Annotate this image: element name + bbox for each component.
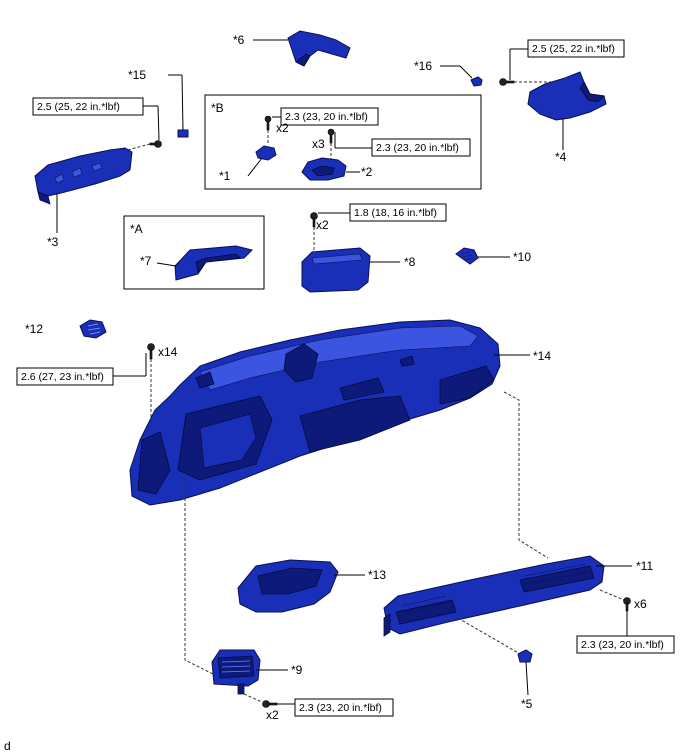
part-16-clip (470, 76, 483, 87)
torque-label-11: 2.3 (23, 20 in.*lbf) (581, 639, 664, 651)
torque-label-4: 2.5 (25, 22 in.*lbf) (532, 43, 615, 55)
torque-label-9: 2.3 (23, 20 in.*lbf) (299, 702, 382, 714)
leader-3-torque-b (157, 105, 160, 141)
callout-12: *12 (25, 322, 43, 336)
leader-7 (156, 262, 177, 267)
torque-box-8 (349, 203, 447, 222)
bolt-11 (623, 597, 631, 612)
callout-10: *10 (513, 250, 531, 264)
callout-15: *15 (128, 68, 146, 82)
callout-14: *14 (533, 349, 551, 363)
leader-15b (181, 74, 184, 131)
part-14-dashboard (129, 319, 501, 506)
part-11-register-assembly (383, 555, 605, 637)
bolt-2 (327, 128, 335, 144)
part-12-vent (79, 319, 107, 339)
part-7-trim (174, 245, 253, 281)
torque-box-9 (294, 698, 394, 717)
torque-label-2: 2.3 (23, 20 in.*lbf) (376, 142, 459, 154)
part-3-panel (34, 147, 133, 205)
callout-9: *9 (291, 663, 303, 677)
qty-14: x14 (158, 345, 178, 359)
part-8-airbag (301, 247, 371, 293)
leader-16b (459, 65, 473, 79)
torque-box-1 (280, 107, 379, 126)
torque-label-14: 2.6 (27, 23 in.*lbf) (21, 371, 104, 383)
callout-11: *11 (636, 559, 653, 573)
dash-9 (243, 693, 263, 703)
torque-label-3: 2.5 (25, 22 in.*lbf) (37, 101, 120, 113)
callout-4: *4 (555, 150, 567, 164)
callout-16: *16 (414, 59, 432, 73)
qty-1: x2 (276, 121, 289, 135)
torque-box-11 (576, 635, 675, 654)
qty-2: x3 (312, 137, 325, 151)
callout-7: *7 (140, 254, 152, 268)
figure-code: d (4, 739, 11, 753)
qty-9: x2 (266, 708, 279, 722)
leader-5 (525, 661, 529, 696)
part-13-glovebox (237, 559, 339, 613)
bolt-4 (499, 78, 515, 86)
part-9-register (211, 649, 261, 695)
leader-1 (247, 157, 263, 177)
group-label-b: *B (211, 101, 224, 115)
part-5-clip (517, 649, 533, 663)
part-2-bezel (301, 157, 347, 181)
dash-5 (457, 617, 521, 655)
callout-3: *3 (47, 235, 59, 249)
callout-8: *8 (404, 255, 416, 269)
callout-6: *6 (233, 33, 245, 47)
part-10-vent (455, 247, 479, 265)
torque-box-2 (371, 138, 471, 157)
callout-5: *5 (521, 697, 533, 711)
dash-11 (599, 589, 625, 601)
qty-11: x6 (634, 597, 647, 611)
part-4-panel (527, 71, 607, 121)
torque-label-8: 1.8 (18, 16 in.*lbf) (354, 207, 437, 219)
part-15-clip (177, 129, 189, 138)
callout-1: *1 (219, 169, 231, 183)
bolt-9 (262, 700, 278, 708)
part-1-switch (255, 145, 277, 161)
bolt-14 (147, 343, 155, 360)
callout-13: *13 (368, 568, 386, 582)
group-label-a: *A (130, 222, 143, 236)
part-6-cover (287, 30, 351, 67)
dash-dashboard-9 (184, 478, 216, 676)
qty-8: x2 (316, 218, 329, 232)
dash-dashboard-11 (503, 391, 549, 559)
callout-2: *2 (361, 165, 373, 179)
bolt-3 (149, 140, 162, 148)
torque-label-1: 2.3 (23, 20 in.*lbf) (285, 111, 368, 123)
